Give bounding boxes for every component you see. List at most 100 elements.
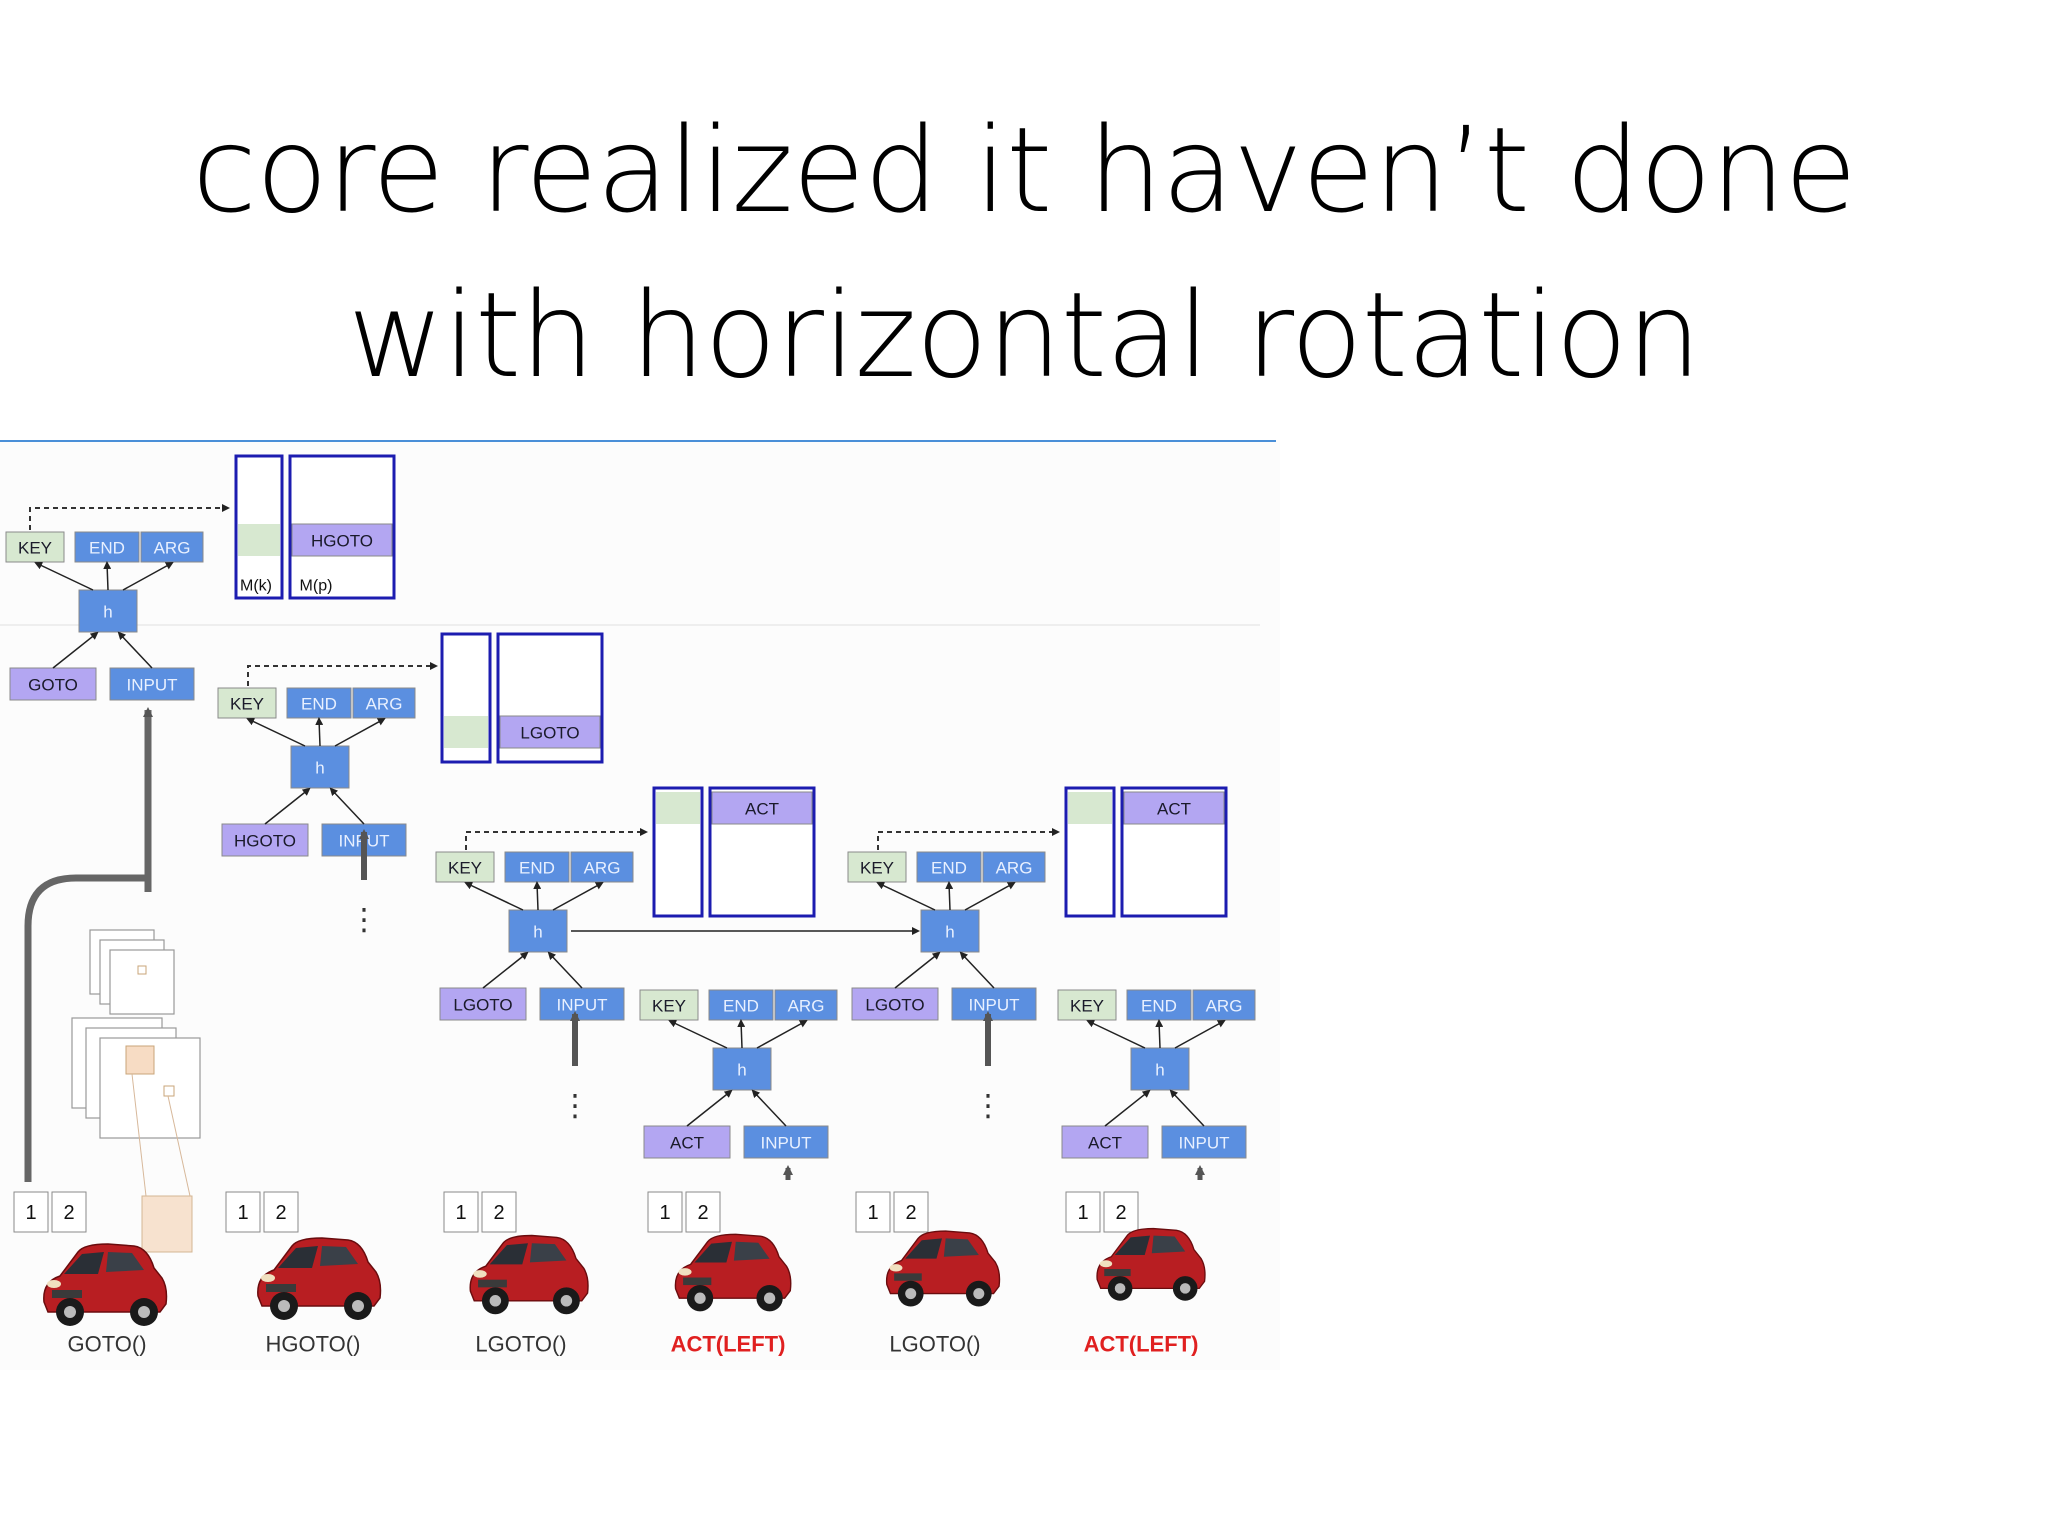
step3-arg-head <box>570 851 634 883</box>
step6-arrow-arg <box>1174 1020 1226 1049</box>
step4-function-label: ACT(LEFT) <box>671 1332 786 1357</box>
step2-arrow-env-in <box>329 787 365 825</box>
car-5-windshield <box>905 1238 942 1259</box>
step1-arg-head-label: ARG <box>154 539 191 558</box>
car-2 <box>257 1237 382 1320</box>
step3-program-input-label: LGOTO <box>453 996 512 1015</box>
step6-env-digit-1 <box>1065 1191 1101 1233</box>
car-4-grille <box>683 1277 712 1286</box>
car-5-headlight <box>889 1264 903 1272</box>
car-2-windshield <box>278 1246 318 1268</box>
step2-arrow-prog-in <box>264 787 311 825</box>
car-6 <box>1096 1227 1206 1301</box>
car-3-rear-hub <box>560 1295 573 1307</box>
step3-arrow-key <box>464 881 524 911</box>
step6-env-input-label: INPUT <box>1179 1134 1230 1153</box>
step1-env-digit-2 <box>51 1191 87 1233</box>
car-1-rear-hub <box>138 1306 150 1318</box>
step5-end-head-label: END <box>931 859 967 878</box>
step1-env-digit-2-label: 2 <box>63 1202 74 1224</box>
step1-program-input <box>9 667 97 701</box>
car-6-side-window <box>1151 1235 1186 1254</box>
step5-arg-head-label: ARG <box>996 859 1033 878</box>
ellipsis-3: ⋮ <box>973 1090 1003 1123</box>
step4-arrow-env-in <box>751 1089 787 1127</box>
car-1-grille <box>52 1290 82 1298</box>
step5-program-input <box>851 987 939 1021</box>
car-2-front-hub <box>278 1300 290 1312</box>
step1-arrow-arg <box>122 562 174 591</box>
step3-arg-head-label: ARG <box>584 859 621 878</box>
car-4-front-hub <box>694 1292 706 1304</box>
step2-arg-head <box>352 687 416 719</box>
car-1-windshield <box>64 1252 104 1274</box>
step6-core-h-label: h <box>1155 1061 1164 1080</box>
step2-program-input-label: HGOTO <box>234 832 296 851</box>
step6-arg-head-label: ARG <box>1206 997 1243 1016</box>
car-3-front-hub <box>489 1295 502 1307</box>
step1-env-input <box>109 667 195 701</box>
step4-key-head-label: KEY <box>652 997 686 1016</box>
step3-env-digit-2-label: 2 <box>493 1202 504 1224</box>
step5-arrow-arg <box>964 882 1016 911</box>
step5-env-digit-2-label: 2 <box>905 1202 916 1224</box>
title-line-2: with horizontal rotation <box>347 266 1702 404</box>
memory-4-program-slot <box>1123 791 1225 825</box>
step5-key-head <box>847 851 907 883</box>
step1-key-lookup <box>29 504 230 530</box>
car-6-grille <box>1104 1269 1131 1277</box>
car-6-front-hub <box>1114 1283 1126 1294</box>
car-4-windshield <box>694 1241 732 1263</box>
step4-arrow-prog-in <box>686 1089 733 1127</box>
step2-key-head-label: KEY <box>230 695 264 714</box>
step1-arrow-env-in <box>117 631 153 669</box>
step1-key-head-label: KEY <box>18 539 52 558</box>
step3-key-head <box>435 851 495 883</box>
step5-key-head-label: KEY <box>860 859 894 878</box>
memory-1-mk-label: M(k) <box>240 578 272 595</box>
step3-end-head <box>504 851 570 883</box>
goto-env-path <box>24 874 148 1182</box>
step5-arrow-end <box>945 881 954 911</box>
step4-program-input-label: ACT <box>670 1134 704 1153</box>
car-1 <box>43 1243 168 1326</box>
step2-arg-head-label: ARG <box>366 695 403 714</box>
car-3 <box>469 1234 589 1315</box>
car-3-headlight <box>473 1270 487 1278</box>
car-4 <box>674 1233 792 1312</box>
memory-1-program-slot <box>291 523 393 557</box>
step4-env-digit-1-label: 1 <box>659 1202 670 1224</box>
step3-function-label: LGOTO() <box>475 1332 566 1357</box>
ellipsis-1: ⋮ <box>349 904 379 937</box>
step5-program-input-label: LGOTO <box>865 996 924 1015</box>
step1-env-digit-1-label: 1 <box>25 1202 36 1224</box>
step3-arrow-env-in <box>547 951 583 989</box>
step4-end-head <box>708 989 774 1021</box>
step5-env-digit-2 <box>893 1191 929 1233</box>
memory-2-key-slot <box>444 716 488 748</box>
step2-env-digit-1 <box>225 1191 261 1233</box>
car-5-side-window <box>943 1238 979 1257</box>
car-5-grille <box>894 1273 922 1281</box>
feature-map-6 <box>99 1037 201 1139</box>
step5-arrow-env-in <box>959 951 995 989</box>
step4-key-head <box>639 989 699 1021</box>
step4-arg-head <box>774 989 838 1021</box>
step5-end-head <box>916 851 982 883</box>
step3-env-digit-1-label: 1 <box>455 1202 466 1224</box>
step6-end-head <box>1126 989 1192 1021</box>
step5-env-digit-1 <box>855 1191 891 1233</box>
step5-arrow-prog-in <box>894 951 941 989</box>
memory-1-program-slot-label: HGOTO <box>311 532 373 551</box>
projection-line-2 <box>167 1095 191 1197</box>
step4-arg-head-label: ARG <box>788 997 825 1016</box>
step3-env-input <box>539 987 625 1021</box>
step6-env-digit-1-label: 1 <box>1077 1202 1088 1224</box>
step1-env-input-label: INPUT <box>127 676 178 695</box>
step2-core-h-label: h <box>315 759 324 778</box>
memory-2-program-slot-label: LGOTO <box>520 724 579 743</box>
ellipsis-2: ⋮ <box>560 1090 590 1123</box>
memory-3-key-slot <box>656 792 700 824</box>
step6-function-label: ACT(LEFT) <box>1084 1332 1199 1357</box>
step4-arrow-end <box>737 1019 746 1049</box>
